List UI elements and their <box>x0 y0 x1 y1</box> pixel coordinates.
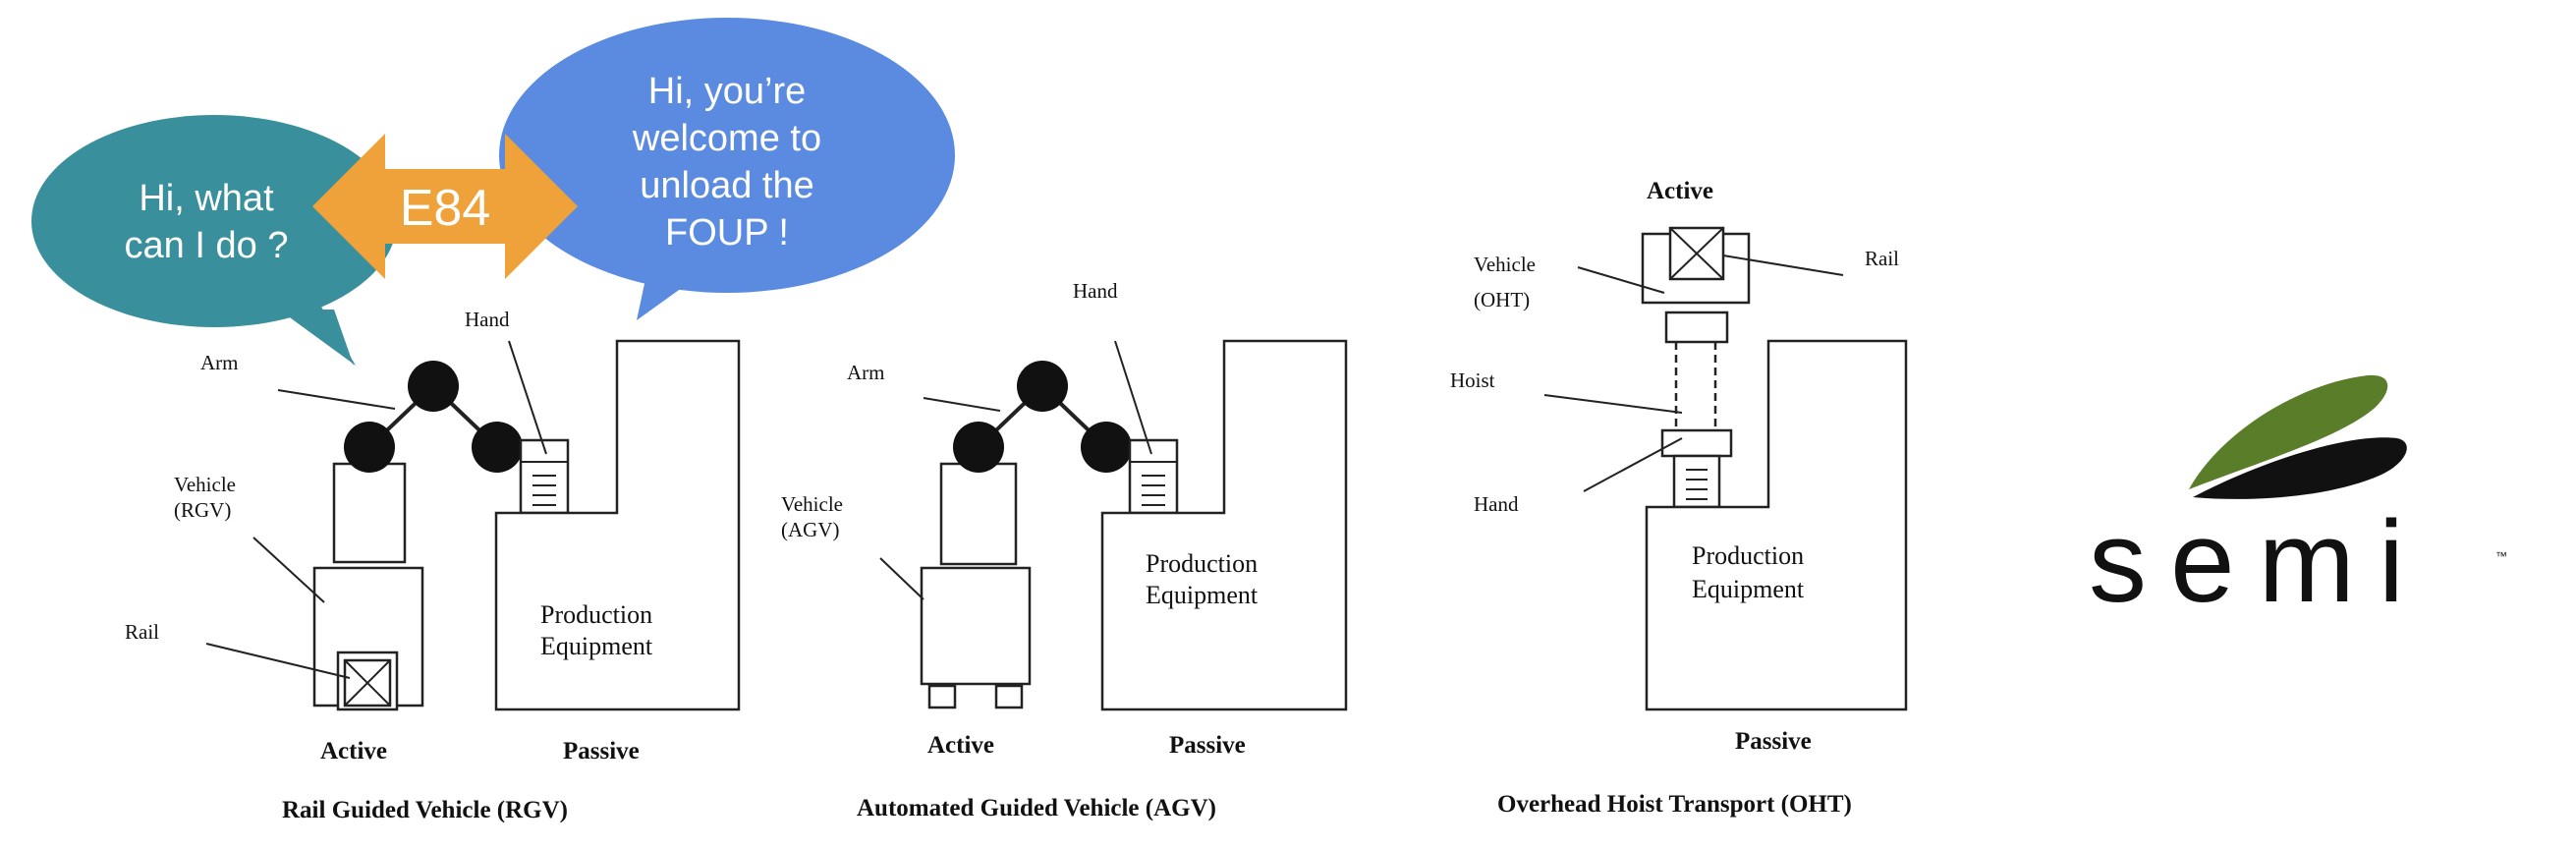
oht-vehicle-sub-label: (OHT) <box>1474 288 1530 311</box>
right-bubble-text-2: welcome to <box>632 118 821 159</box>
left-bubble-text-1: Hi, what <box>139 178 274 219</box>
agv-diagram: Arm Hand Vehicle (AGV) Production Equipm… <box>781 279 1348 821</box>
rgv-passive-label: Passive <box>563 738 640 764</box>
oht-pe-label: Production <box>1692 541 1804 570</box>
semi-logo-green-swoosh <box>2189 374 2388 489</box>
agv-wheel <box>994 684 1024 709</box>
e84-double-arrow <box>312 134 578 279</box>
left-bubble-text-2: can I do ? <box>125 225 289 266</box>
rgv-arm-label: Arm <box>200 351 239 374</box>
rgv-arm-joint <box>344 422 395 473</box>
semi-logo: semi ™ <box>2089 374 2507 627</box>
agv-vehicle-base <box>920 566 1032 686</box>
rgv-vehicle-body <box>332 462 407 564</box>
semi-logo-black-swoosh <box>2193 437 2407 499</box>
rgv-hand-label: Hand <box>465 308 510 331</box>
oht-hoist-label: Hoist <box>1450 368 1495 392</box>
right-speech-bubble <box>499 18 955 293</box>
right-bubble-text-4: FOUP ! <box>665 212 789 254</box>
agv-pe-label: Production <box>1146 549 1258 578</box>
semi-logo-trademark: ™ <box>2495 549 2507 563</box>
oht-caption: Overhead Hoist Transport (OHT) <box>1497 791 1852 818</box>
rgv-vehicle-label: Vehicle <box>174 473 236 496</box>
oht-active-label: Active <box>1647 178 1713 204</box>
e84-dialog: Hi, what can I do ? Hi, you’re welcome t… <box>31 18 955 366</box>
oht-rail-label: Rail <box>1865 247 1899 270</box>
rgv-vehicle-sub-label: (RGV) <box>174 498 231 522</box>
agv-arm-joint <box>953 422 1004 473</box>
left-speech-bubble <box>31 115 397 327</box>
right-bubble-text-1: Hi, you’re <box>648 71 807 112</box>
agv-caption: Automated Guided Vehicle (AGV) <box>857 795 1216 821</box>
agv-production-equipment <box>1100 339 1348 711</box>
oht-vehicle-label: Vehicle <box>1474 253 1536 276</box>
agv-arm-joint <box>1081 422 1132 473</box>
e84-label: E84 <box>400 180 491 237</box>
rgv-arm-joint <box>472 422 523 473</box>
agv-active-label: Active <box>927 732 994 759</box>
rgv-production-equipment <box>494 339 741 711</box>
semi-logo-wordmark: semi <box>2089 497 2428 627</box>
oht-hand-label: Hand <box>1474 492 1519 516</box>
agv-pe-sub-label: Equipment <box>1146 581 1259 609</box>
rgv-active-label: Active <box>320 738 387 764</box>
rgv-pe-label: Production <box>540 600 652 629</box>
rgv-arm-joint <box>408 361 459 412</box>
rgv-rail-label: Rail <box>125 620 159 644</box>
oht-pe-sub-label: Equipment <box>1692 575 1805 603</box>
agv-wheel <box>927 684 957 709</box>
oht-diagram: Active Vehicle (OHT) Rail Hoist Hand Pro… <box>1450 178 1908 818</box>
agv-passive-label: Passive <box>1169 732 1246 759</box>
rgv-diagram: Arm Hand Vehicle (RGV) Rail Production E… <box>125 308 741 823</box>
agv-arm-joint <box>1017 361 1068 412</box>
right-bubble-text-3: unload the <box>640 165 814 206</box>
rgv-pe-sub-label: Equipment <box>540 632 653 660</box>
agv-vehicle-label: Vehicle <box>781 492 843 516</box>
agv-arm-label: Arm <box>847 361 885 384</box>
oht-hoist-top <box>1664 311 1729 344</box>
agv-hand-label: Hand <box>1073 279 1118 303</box>
rgv-caption: Rail Guided Vehicle (RGV) <box>282 797 568 823</box>
oht-production-equipment <box>1645 339 1908 711</box>
oht-passive-label: Passive <box>1735 728 1812 755</box>
agv-vehicle-body <box>939 462 1018 566</box>
right-bubble-tail <box>637 265 700 320</box>
agv-vehicle-sub-label: (AGV) <box>781 518 839 541</box>
